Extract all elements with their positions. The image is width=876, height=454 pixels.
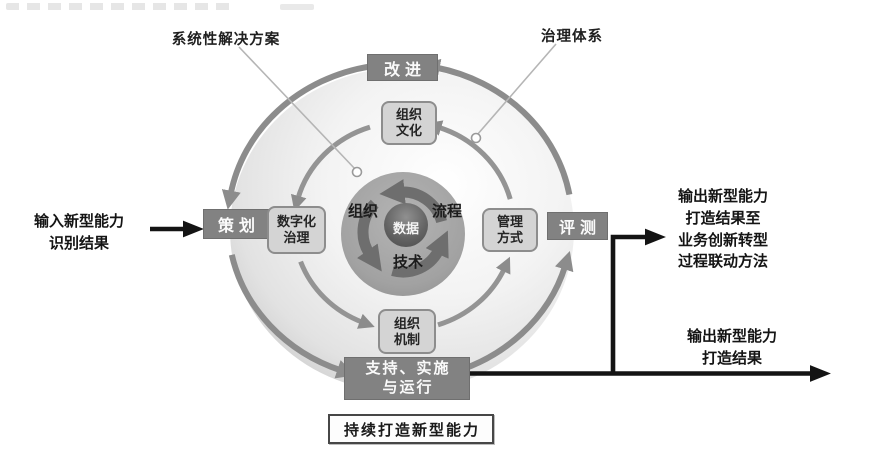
output-linkage-text: 输出新型能力 打造结果至 业务创新转型 过程联动方法 (677, 188, 768, 271)
output-linkage-arrow (610, 228, 666, 374)
input-text: 输入新型能力 识别结果 (33, 213, 124, 252)
box-plan: 策划 (203, 209, 270, 239)
leader-dot-solution (351, 166, 363, 178)
core-label-technology: 技术 (392, 254, 423, 271)
inner-cycle-ring (290, 120, 513, 329)
label-systematic-solution: 系统性解决方案 (171, 32, 281, 48)
box-digital-governance: 数字化 治理 (267, 206, 326, 254)
core-label-data: 数据 (392, 221, 419, 236)
core-label-organization: 组织 (347, 203, 378, 220)
core-label-process: 流程 (431, 203, 462, 220)
box-management-style: 管理 方式 (482, 208, 538, 252)
scan-artifact (280, 4, 314, 10)
output-result-text: 输出新型能力 打造结果 (686, 328, 777, 367)
box-evaluate: 评测 (547, 212, 608, 240)
scan-artifact (6, 3, 234, 10)
leader-line-governance (476, 43, 557, 136)
data-core-circle (384, 203, 428, 247)
box-organizational-culture: 组织 文化 (381, 101, 437, 145)
box-support-implement-run: 支持、实施 与运行 (344, 357, 470, 400)
box-improve: 改进 (367, 54, 438, 81)
leader-dot-governance (470, 132, 482, 144)
caption-continuous-capability: 持续打造新型能力 (328, 414, 494, 444)
core-swirl (356, 179, 449, 278)
box-organizational-mechanism: 组织 机制 (378, 309, 436, 354)
label-governance-system: 治理体系 (541, 29, 603, 45)
leader-line-solution (238, 46, 357, 171)
